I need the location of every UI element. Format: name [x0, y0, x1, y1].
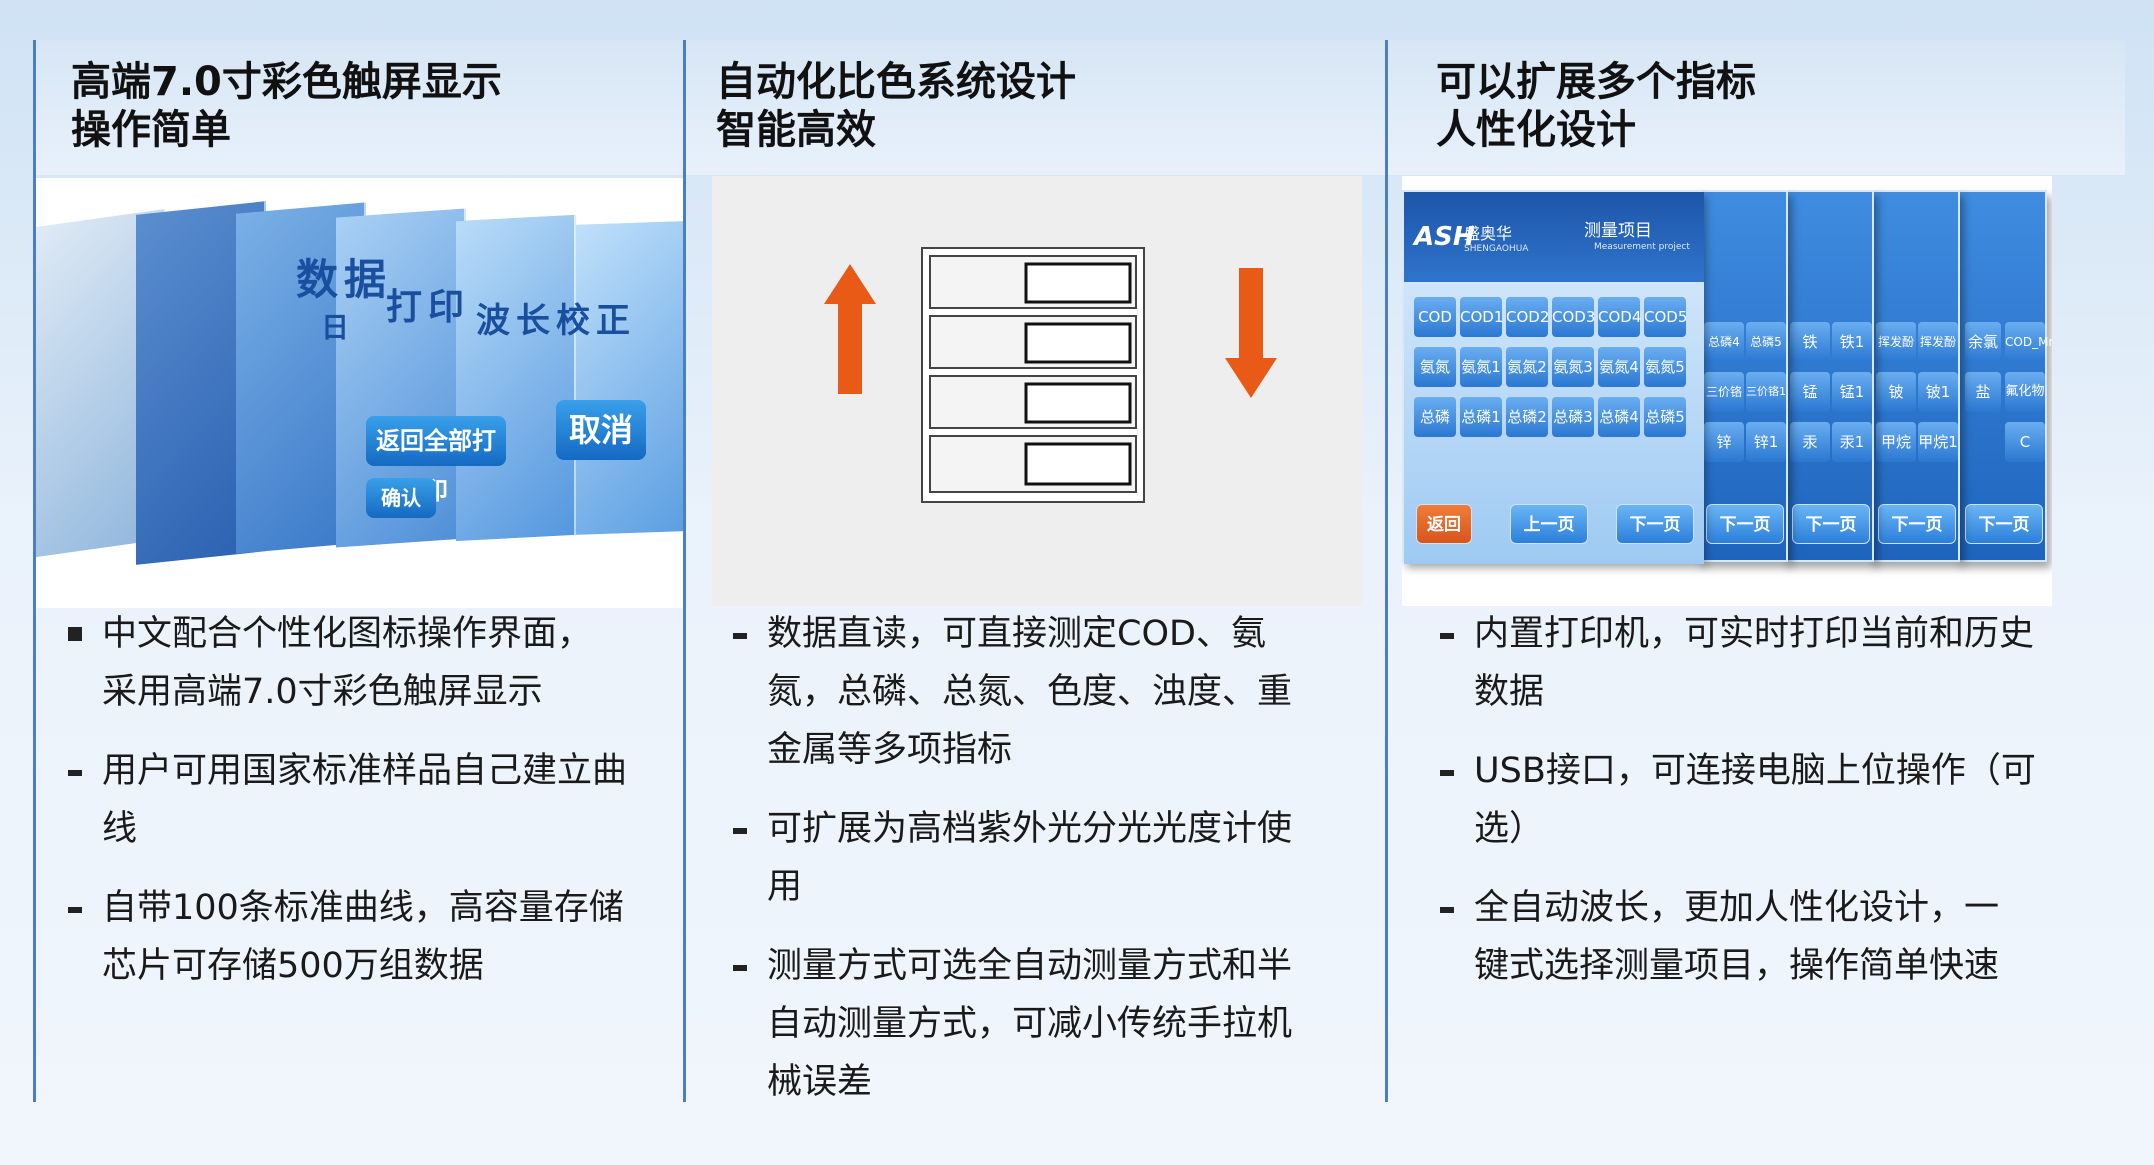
bullet-icon	[1440, 907, 1454, 913]
title-line-1: 可以扩展多个指标	[1436, 59, 1756, 105]
cuvette-slot	[929, 255, 1137, 309]
ash-logo: ASH	[1414, 222, 1475, 252]
feature-item: 内置打印机，可实时打印当前和历史数据	[1440, 605, 2080, 721]
cuvette-slot	[929, 315, 1137, 369]
title-line-1: 高端7.0寸彩色触屏显示	[71, 59, 502, 105]
back-button-image: 返回	[1416, 504, 1472, 544]
screen-confirm-button-image: 确认	[366, 478, 436, 518]
feature-item: 用户可用国家标准样品自己建立曲线	[68, 742, 668, 858]
prev-page-button-image: 上一页	[1510, 504, 1588, 544]
screen-card	[576, 221, 686, 535]
screen-cancel-button-image: 取消	[556, 400, 646, 460]
title-line-2: 人性化设计	[1436, 107, 1636, 153]
screen-card	[456, 214, 576, 542]
column-title: 可以扩展多个指标 人性化设计	[1436, 58, 1756, 154]
brand-name-en: SHENGAOHUA	[1464, 244, 1529, 254]
column-header: 高端7.0寸彩色触屏显示 操作简单	[36, 40, 683, 175]
touchscreen-collage-image: 数据 打印 波长校正 日 返回全部打印 确认 取消	[36, 178, 686, 608]
brand-name: 盛奥华	[1464, 224, 1513, 243]
cuvette-slot	[929, 375, 1137, 429]
feature-list: 数据直读，可直接测定COD、氨氮，总磷、总氮、色度、浊度、重金属等多项指标 可扩…	[733, 605, 1353, 1132]
feature-item: 中文配合个性化图标操作界面，采用高端7.0寸彩色触屏显示	[68, 605, 668, 721]
colorimetric-system-diagram	[712, 176, 1362, 606]
bullet-icon	[68, 627, 82, 641]
column-header: 自动化比色系统设计 智能高效	[686, 40, 1385, 175]
cuvette-slot	[929, 435, 1137, 493]
column-header: 可以扩展多个指标 人性化设计	[1388, 40, 2125, 175]
feature-item: 全自动波长，更加人性化设计，一键式选择测量项目，操作简单快速	[1440, 879, 2080, 995]
screen-page: 挥发酚 挥发酚1 铍 铍1 甲烷 甲烷1 下一页	[1870, 190, 1960, 562]
feature-column-colorimetric: 自动化比色系统设计 智能高效 数据直读，可直接测定COD、氨氮，总磷、总氮、色度…	[683, 40, 1385, 1102]
feature-item: 测量方式可选全自动测量方式和半自动测量方式，可减小传统手拉机械误差	[733, 937, 1353, 1111]
bullet-icon	[733, 633, 747, 639]
bullet-icon	[733, 965, 747, 971]
screen-header: ASH 盛奥华 SHENGAOHUA 测量项目 Measurement proj…	[1404, 192, 1704, 282]
title-line-2: 操作简单	[71, 107, 231, 153]
screen-text-print: 打印	[386, 287, 471, 328]
column-title: 高端7.0寸彩色触屏显示 操作简单	[71, 58, 502, 154]
measurement-project-subtitle: Measurement project	[1594, 242, 1690, 252]
screen-page-main: ASH 盛奥华 SHENGAOHUA 测量项目 Measurement proj…	[1402, 190, 1704, 564]
measurement-project-screens-image: 余氯 COD_Mn 盐 氟化物 C 下一页 挥发酚 挥发酚1 铍 铍1 甲烷 甲…	[1402, 176, 2052, 606]
feature-column-touchscreen: 高端7.0寸彩色触屏显示 操作简单 数据 打印 波长校正 日 返回全部打印 确认…	[33, 40, 686, 1102]
screen-page: 总磷4 总磷5 三价铬 三价铬1 锌 锌1 下一页	[1698, 190, 1788, 562]
arrow-down-icon	[1225, 268, 1277, 398]
diagram-svg	[824, 247, 1277, 503]
column-title: 自动化比色系统设计 智能高效	[716, 58, 1076, 154]
bullet-icon	[1440, 633, 1454, 639]
feature-item: USB接口，可连接电脑上位操作（可选）	[1440, 742, 2080, 858]
title-line-1: 自动化比色系统设计	[716, 59, 1076, 105]
bullet-icon	[68, 770, 82, 776]
feature-item: 可扩展为高档紫外光分光光度计使用	[733, 800, 1353, 916]
arrow-up-icon	[824, 264, 876, 394]
bullet-icon	[733, 828, 747, 834]
feature-list: 内置打印机，可实时打印当前和历史数据 USB接口，可连接电脑上位操作（可选） 全…	[1440, 605, 2080, 1016]
screen-text-day: 日	[321, 311, 356, 344]
screen-page: 余氯 COD_Mn 盐 氟化物 C 下一页	[1957, 190, 2052, 562]
bullet-icon	[1440, 770, 1454, 776]
feature-list: 中文配合个性化图标操作界面，采用高端7.0寸彩色触屏显示 用户可用国家标准样品自…	[68, 605, 668, 1016]
feature-item: 自带100条标准曲线，高容量存储芯片可存储500万组数据	[68, 879, 668, 995]
screen-print-button-image: 返回全部打印	[366, 416, 506, 505]
bullet-icon	[68, 907, 82, 913]
screen-text-data: 数据	[296, 255, 393, 304]
measurement-project-title: 测量项目	[1584, 221, 1652, 241]
title-line-2: 智能高效	[716, 107, 876, 153]
next-page-button-image: 下一页	[1616, 504, 1694, 544]
screen-page: 铁 铁1 锰 锰1 汞 汞1 下一页	[1784, 190, 1874, 562]
feature-column-extensible: 可以扩展多个指标 人性化设计 余氯 COD_Mn 盐 氟化物 C 下一页 挥发酚…	[1385, 40, 2125, 1102]
screen-text-wavelength: 波长校正	[476, 301, 636, 341]
feature-item: 数据直读，可直接测定COD、氨氮，总磷、总氮、色度、浊度、重金属等多项指标	[733, 605, 1353, 779]
